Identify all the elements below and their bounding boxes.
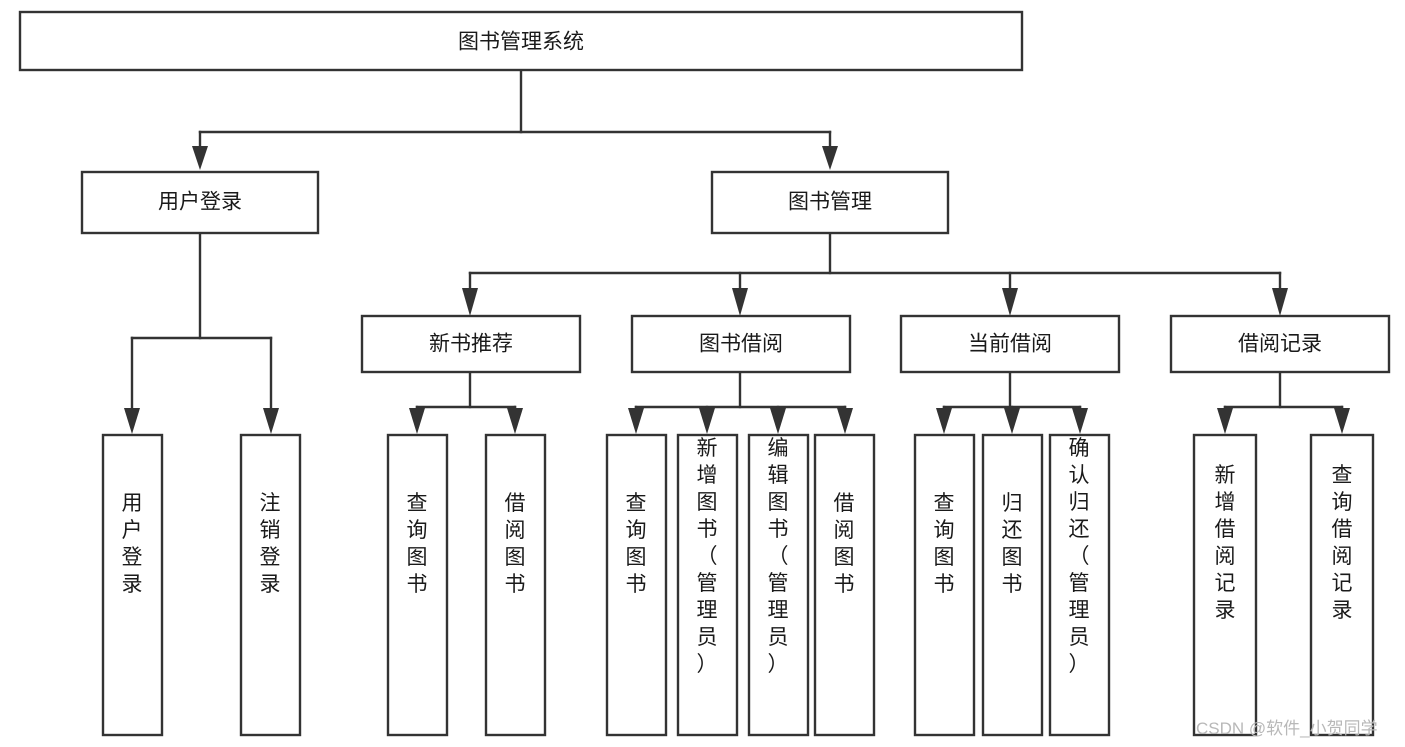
node-leaf-add-record-label: 新增借阅记录 bbox=[1215, 464, 1236, 622]
arrowhead-leaf-add-record bbox=[1217, 408, 1233, 434]
node-leaf-edit-book[interactable]: 编辑图书（管理员） bbox=[747, 433, 810, 737]
node-leaf-confirm-return-label: 确认归还（管理员） bbox=[1069, 437, 1090, 676]
arrowhead-borrow-record bbox=[1272, 288, 1288, 316]
node-leaf-borrow-book-2-box[interactable] bbox=[813, 433, 876, 737]
node-leaf-query-book-1[interactable]: 查询图书 bbox=[386, 433, 449, 737]
connector-group-new-book-recommend bbox=[409, 370, 523, 434]
node-leaf-query-record-box[interactable] bbox=[1309, 433, 1375, 737]
node-leaf-query-book-3[interactable]: 查询图书 bbox=[913, 433, 976, 737]
node-leaf-edit-book-box[interactable] bbox=[747, 433, 810, 737]
connector-group-current-borrow bbox=[936, 370, 1088, 434]
node-book-borrow[interactable]: 图书借阅 bbox=[630, 314, 852, 374]
node-current-borrow-label: 当前借阅 bbox=[968, 333, 1052, 356]
connector-group-book-borrow bbox=[628, 370, 853, 434]
node-leaf-query-book-2[interactable]: 查询图书 bbox=[605, 433, 668, 737]
arrowhead-leaf-borrow-book-1 bbox=[507, 408, 523, 434]
node-root-box[interactable] bbox=[18, 10, 1024, 72]
node-leaf-return-book-box[interactable] bbox=[981, 433, 1044, 737]
arrowhead-leaf-add-book bbox=[699, 408, 715, 434]
node-root[interactable]: 图书管理系统 bbox=[18, 10, 1024, 72]
connector-group-root bbox=[192, 68, 838, 170]
node-leaf-query-record-label: 查询借阅记录 bbox=[1332, 464, 1353, 622]
arrowhead-leaf-query-book-3 bbox=[936, 408, 952, 434]
node-new-book-recommend-box[interactable] bbox=[360, 314, 582, 374]
node-leaf-borrow-book-1-box[interactable] bbox=[484, 433, 547, 737]
node-book-management[interactable]: 图书管理 bbox=[710, 170, 950, 235]
node-leaf-edit-book-label: 编辑图书（管理员） bbox=[768, 437, 789, 676]
arrowhead-leaf-borrow-book-2 bbox=[837, 408, 853, 434]
node-root-label: 图书管理系统 bbox=[458, 31, 584, 54]
node-leaf-user-logout-label: 注销登录 bbox=[260, 492, 281, 596]
arrowhead-leaf-query-record bbox=[1334, 408, 1350, 434]
node-leaf-query-book-2-box[interactable] bbox=[605, 433, 668, 737]
arrowhead-user-login bbox=[192, 146, 208, 170]
node-leaf-user-login-box[interactable] bbox=[101, 433, 164, 737]
node-leaf-return-book[interactable]: 归还图书 bbox=[981, 433, 1044, 737]
node-leaf-borrow-book-1[interactable]: 借阅图书 bbox=[484, 433, 547, 737]
arrowhead-book-management bbox=[822, 146, 838, 170]
connector-group-borrow-record bbox=[1217, 370, 1350, 434]
node-user-login[interactable]: 用户登录 bbox=[80, 170, 320, 235]
node-leaf-add-book-label: 新增图书（管理员） bbox=[697, 437, 718, 676]
node-user-login-box[interactable] bbox=[80, 170, 320, 235]
node-leaf-add-book[interactable]: 新增图书（管理员） bbox=[676, 433, 739, 737]
node-leaf-confirm-return-box[interactable] bbox=[1048, 433, 1111, 737]
node-leaf-user-logout-box[interactable] bbox=[239, 433, 302, 737]
node-leaf-confirm-return[interactable]: 确认归还（管理员） bbox=[1048, 433, 1111, 737]
node-leaf-query-book-3-box[interactable] bbox=[913, 433, 976, 737]
arrowhead-leaf-query-book-2 bbox=[628, 408, 644, 434]
node-leaf-borrow-book-2[interactable]: 借阅图书 bbox=[813, 433, 876, 737]
node-book-borrow-label: 图书借阅 bbox=[699, 333, 783, 356]
node-leaf-query-book-1-box[interactable] bbox=[386, 433, 449, 737]
node-new-book-recommend[interactable]: 新书推荐 bbox=[360, 314, 582, 374]
node-leaf-query-book-2-label: 查询图书 bbox=[626, 492, 647, 596]
arrowhead-new-book-recommend bbox=[462, 288, 478, 316]
arrowhead-leaf-confirm-return bbox=[1072, 408, 1088, 434]
node-borrow-record[interactable]: 借阅记录 bbox=[1169, 314, 1391, 374]
node-leaf-query-record[interactable]: 查询借阅记录 bbox=[1309, 433, 1375, 737]
node-leaf-borrow-book-2-label: 借阅图书 bbox=[834, 492, 855, 596]
node-current-borrow[interactable]: 当前借阅 bbox=[899, 314, 1121, 374]
node-book-management-box[interactable] bbox=[710, 170, 950, 235]
node-leaf-add-record[interactable]: 新增借阅记录 bbox=[1192, 433, 1258, 737]
arrowhead-current-borrow bbox=[1002, 288, 1018, 316]
node-leaf-borrow-book-1-label: 借阅图书 bbox=[505, 492, 526, 596]
connector-group-user-login bbox=[124, 231, 279, 434]
arrowhead-leaf-user-logout bbox=[263, 408, 279, 434]
node-leaf-return-book-label: 归还图书 bbox=[1002, 492, 1023, 596]
node-leaf-user-login[interactable]: 用户登录 bbox=[101, 433, 164, 737]
csdn-watermark: CSDN @软件_小贺同学 bbox=[1196, 719, 1378, 738]
node-book-borrow-box[interactable] bbox=[630, 314, 852, 374]
node-current-borrow-box[interactable] bbox=[899, 314, 1121, 374]
node-new-book-recommend-label: 新书推荐 bbox=[429, 333, 513, 356]
node-borrow-record-box[interactable] bbox=[1169, 314, 1391, 374]
node-leaf-query-book-1-label: 查询图书 bbox=[407, 492, 428, 596]
node-leaf-add-record-box[interactable] bbox=[1192, 433, 1258, 737]
arrowhead-leaf-return-book bbox=[1004, 408, 1020, 434]
node-leaf-add-book-box[interactable] bbox=[676, 433, 739, 737]
connector-group-book-management bbox=[462, 231, 1288, 316]
node-user-login-label: 用户登录 bbox=[158, 191, 242, 214]
arrowhead-leaf-user-login bbox=[124, 408, 140, 434]
arrowhead-book-borrow bbox=[732, 288, 748, 316]
node-leaf-user-login-label: 用户登录 bbox=[122, 492, 143, 596]
arrowhead-leaf-edit-book bbox=[770, 408, 786, 434]
node-book-management-label: 图书管理 bbox=[788, 191, 872, 214]
arrowhead-leaf-query-book-1 bbox=[409, 408, 425, 434]
node-borrow-record-label: 借阅记录 bbox=[1238, 333, 1322, 356]
node-leaf-query-book-3-label: 查询图书 bbox=[934, 492, 955, 596]
node-leaf-user-logout[interactable]: 注销登录 bbox=[239, 433, 302, 737]
